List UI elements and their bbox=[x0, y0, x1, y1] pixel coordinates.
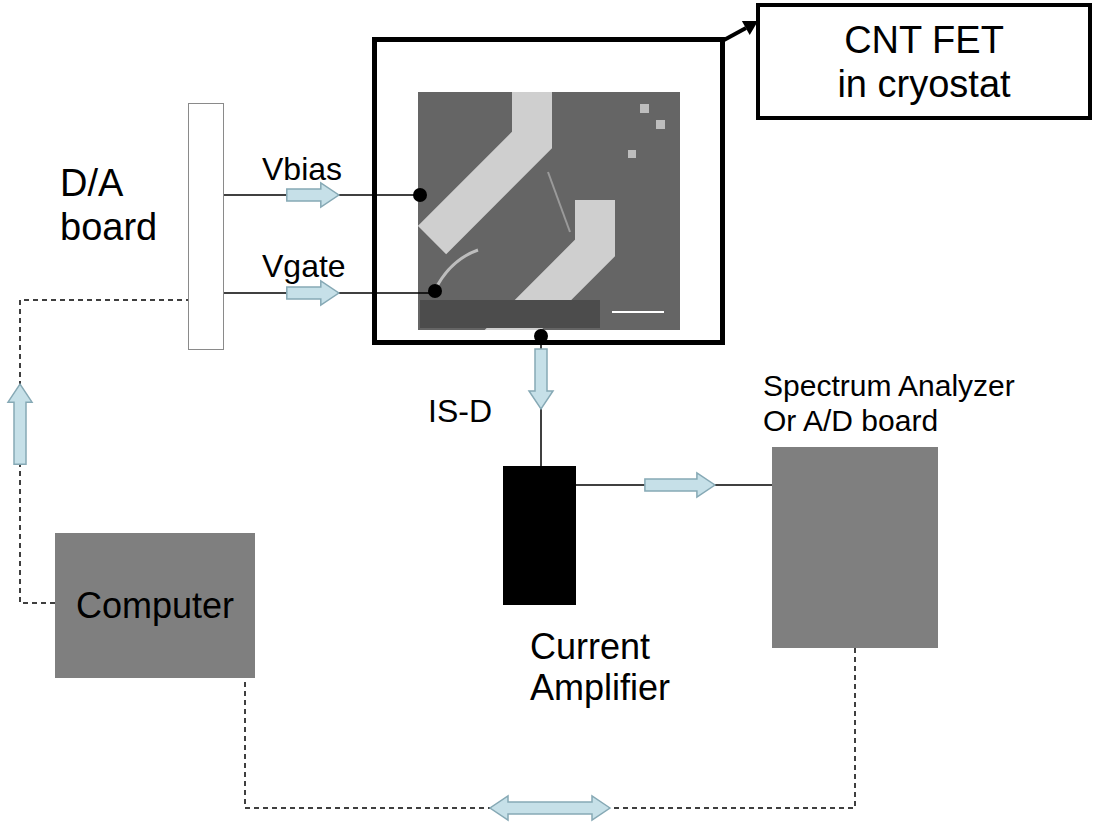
scale-bar bbox=[612, 311, 664, 313]
node-label: Computer bbox=[75, 585, 235, 626]
marker-pad bbox=[656, 120, 665, 129]
block-arrow bbox=[490, 796, 610, 820]
contact-dot bbox=[428, 284, 442, 298]
gate-lead bbox=[435, 250, 478, 290]
node-label: D/A board bbox=[60, 161, 80, 249]
signal-wire bbox=[529, 345, 553, 466]
nanotube-line bbox=[548, 172, 570, 232]
block-arrow bbox=[8, 384, 32, 464]
callout-frame bbox=[758, 5, 1090, 118]
marker-pad bbox=[628, 150, 636, 158]
callout-arrowhead bbox=[742, 21, 758, 35]
node-label: CNT FET in cryostat bbox=[837, 18, 1011, 106]
signal-wire bbox=[224, 281, 372, 305]
sem-micrograph bbox=[418, 92, 680, 330]
computer-box: Computer bbox=[55, 533, 255, 678]
sem-databar bbox=[420, 300, 600, 328]
signal-name: IS-D bbox=[428, 392, 492, 430]
converter-board: D/A board bbox=[188, 103, 224, 350]
callout-arrow bbox=[724, 28, 746, 40]
signal-wire bbox=[576, 473, 772, 497]
wire-stub bbox=[377, 292, 435, 294]
marker-pad bbox=[640, 104, 649, 113]
node-label: Current Amplifier bbox=[530, 626, 550, 708]
node-label: Spectrum Analyzer Or A/D board bbox=[763, 368, 1016, 438]
analyzer-box: Spectrum Analyzer Or A/D board bbox=[772, 447, 938, 648]
electrode-upper bbox=[432, 92, 532, 240]
amplifier-box: Current Amplifier bbox=[503, 466, 576, 605]
signal-name: Vgate bbox=[262, 247, 346, 285]
block-arrow bbox=[529, 349, 553, 409]
cryostat-frame: CNT FET in cryostat bbox=[372, 37, 725, 345]
contact-dot bbox=[413, 188, 427, 202]
block-arrow bbox=[645, 473, 715, 497]
block-arrow bbox=[287, 281, 339, 305]
signal-name: Vbias bbox=[262, 150, 342, 188]
